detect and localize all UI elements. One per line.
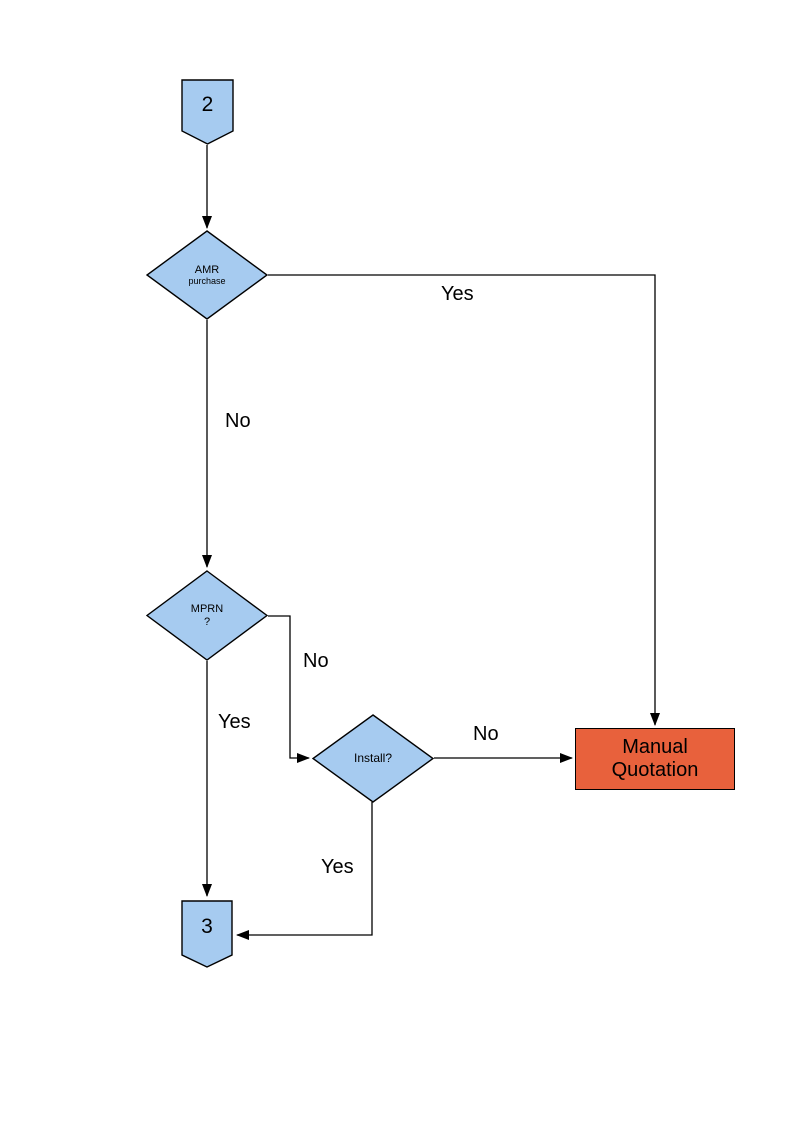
pentagon-shape: [181, 900, 233, 968]
process-manual-quotation: Manual Quotation: [575, 728, 735, 790]
edge-label-mprn-yes: Yes: [218, 711, 251, 733]
connector-3-label: 3: [201, 914, 213, 938]
offpage-connector-3: 3: [181, 900, 233, 968]
edge-label-install-no: No: [473, 723, 499, 745]
decision-install: Install?: [312, 714, 434, 803]
mprn-label-line1: MPRN: [190, 602, 224, 615]
connector-2-label: 2: [201, 92, 214, 116]
edge-label-amr-no: No: [225, 410, 251, 432]
pentagon-shape: [181, 79, 234, 145]
edge-label-amr-yes: Yes: [441, 283, 474, 305]
edge-label-mprn-no: No: [303, 650, 329, 672]
offpage-connector-2: 2: [181, 79, 234, 145]
amr-label-line2: purchase: [188, 276, 226, 287]
decision-mprn: MPRN ?: [146, 570, 268, 661]
decision-amr-purchase: AMR purchase: [146, 230, 268, 320]
manual-quotation-label: Manual Quotation: [611, 736, 699, 781]
edge-mprn-no-to-install: [268, 615, 310, 763]
install-label: Install?: [353, 750, 393, 765]
diamond-shape: [146, 230, 268, 320]
mprn-label-line2: ?: [203, 615, 211, 628]
diamond-shape: [146, 570, 268, 661]
edge-install-yes-to-3: [236, 802, 373, 940]
edge-amr-yes-to-manual-quotation: [268, 274, 660, 726]
edge-label-install-yes: Yes: [321, 856, 354, 878]
amr-label-line1: AMR: [194, 263, 220, 276]
diamond-shape: [312, 714, 434, 803]
